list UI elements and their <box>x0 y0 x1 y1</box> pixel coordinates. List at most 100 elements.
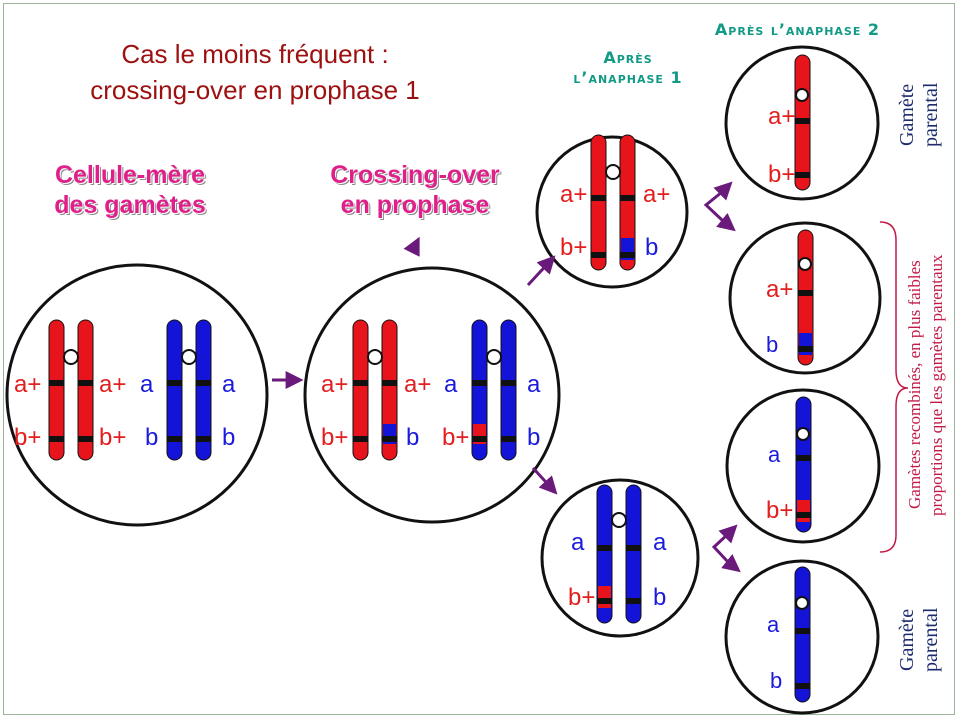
slide-title: Cas le moins fréquent : crossing-over en… <box>20 36 490 108</box>
cell-anaphase1-bottom: a b+ a b <box>540 478 700 638</box>
crossing-over-label-line-1: Crossing-over <box>330 161 500 189</box>
allele-label: a <box>527 371 541 398</box>
crossing-over-label-line-2: en prophase <box>340 191 490 219</box>
centromere <box>367 349 383 365</box>
after-anaphase-1-line-1: Après <box>603 48 653 67</box>
allele-label: a+ <box>766 276 793 303</box>
allele-label: a+ <box>560 181 587 208</box>
chromosome-red-2 <box>77 319 94 461</box>
cell-anaphase1-top: a+ b+ a+ b <box>535 134 689 289</box>
chromosome-red-recombinant <box>619 134 636 271</box>
chromosome-red-1 <box>590 134 607 271</box>
allele-label: b+ <box>442 424 469 451</box>
crossing-arrow <box>403 236 420 257</box>
arrow-to-gamete-3 <box>718 524 738 544</box>
cell-membrane <box>535 135 689 289</box>
allele-label: b <box>645 234 658 261</box>
title-line-2: crossing-over en prophase 1 <box>90 75 420 105</box>
arrow-to-anaphase1-bottom <box>531 466 558 495</box>
arrow-to-gamete-2 <box>716 212 736 232</box>
allele-label: b <box>145 424 158 451</box>
gene-band <box>798 346 813 352</box>
centromere <box>486 349 502 365</box>
gene-band <box>796 455 811 461</box>
gamete-2-recombined: a+ b <box>728 221 882 375</box>
allele-label: a+ <box>14 371 41 398</box>
allele-label: b+ <box>768 161 795 188</box>
chromosome-red-recombinant <box>381 319 398 461</box>
allele-label: b+ <box>321 424 348 451</box>
chromosome-blue <box>794 566 811 703</box>
allele-label: b <box>766 332 778 357</box>
centromere <box>63 349 79 365</box>
gene-band <box>798 290 813 296</box>
allele-label: b <box>653 584 666 611</box>
allele-label: a+ <box>321 371 348 398</box>
crossover-segment <box>797 500 810 522</box>
allele-label: b+ <box>568 584 595 611</box>
allele-label: a <box>571 529 585 556</box>
chromosome-blue-recombinant <box>596 484 613 624</box>
chromosome-blue-2 <box>500 319 517 461</box>
arrow-to-anaphase1-top <box>526 255 556 287</box>
mother-cell-label-line-1: Cellule-mère <box>54 161 206 189</box>
split-arrow-bottom <box>711 532 730 564</box>
crossing-over-label: Crossing-over en prophase <box>305 160 525 220</box>
allele-label: a <box>653 529 667 556</box>
allele-label: a <box>140 371 154 398</box>
recombined-brace <box>879 221 909 553</box>
chromosome-blue-2 <box>195 319 212 461</box>
mother-cell-label: Cellule-mère des gamètes <box>20 160 240 220</box>
gamete-1-parental: a+ b+ <box>724 45 880 201</box>
title-line-1: Cas le moins fréquent : <box>121 39 389 69</box>
allele-label: b <box>222 424 235 451</box>
allele-label: a+ <box>768 103 795 130</box>
chromosome-blue-1 <box>166 319 183 461</box>
after-anaphase-2-label: Après l’anaphase 2 <box>660 20 935 40</box>
allele-label: a+ <box>404 371 431 398</box>
gene-band <box>795 628 810 634</box>
allele-label: b <box>406 424 419 451</box>
arrow-to-gamete-4 <box>721 553 741 573</box>
allele-label: a <box>768 442 781 467</box>
centromere <box>796 427 810 441</box>
allele-label: a <box>444 371 458 398</box>
allele-label: b+ <box>766 497 793 524</box>
centromere <box>795 88 809 102</box>
after-anaphase-1-line-2: l’anaphase 1 <box>573 68 683 87</box>
slide-frame <box>3 3 955 715</box>
gene-band <box>796 512 811 518</box>
centromere <box>798 257 812 271</box>
allele-label: b+ <box>560 234 587 261</box>
gene-band <box>795 683 810 689</box>
cell-crossing-over: a+ b+ a+ b a b+ a b <box>303 266 561 524</box>
arrow-to-gamete-1 <box>713 181 733 201</box>
centromere <box>181 349 197 365</box>
after-anaphase-1-label: Après l’anaphase 1 <box>528 48 728 88</box>
centromere <box>611 512 627 528</box>
gene-band <box>795 172 810 178</box>
allele-label: b+ <box>14 424 41 451</box>
mother-cell-label-line-2: des gamètes <box>54 191 206 219</box>
allele-label: a <box>222 371 236 398</box>
centromere <box>795 596 809 610</box>
allele-label: a+ <box>99 371 126 398</box>
chromosome-red-1 <box>352 319 369 461</box>
allele-label: a <box>767 612 780 637</box>
cell-membrane <box>540 478 700 638</box>
gene-band <box>795 118 810 124</box>
allele-label: a+ <box>643 181 670 208</box>
gamete-3-recombined: a b+ <box>725 388 881 544</box>
chromosome-blue-2 <box>625 484 642 624</box>
after-anaphase-2-text: Après l’anaphase 2 <box>714 20 881 39</box>
centromere <box>605 164 621 180</box>
allele-label: b <box>770 668 782 693</box>
split-arrow-top <box>703 190 724 222</box>
chromosome-red-1 <box>48 319 65 461</box>
allele-label: b <box>527 424 540 451</box>
chromosome-blue-recombinant <box>471 319 488 461</box>
allele-label: b+ <box>99 424 126 451</box>
cell-mother: a+ b+ a+ b+ a b a b <box>5 263 269 527</box>
